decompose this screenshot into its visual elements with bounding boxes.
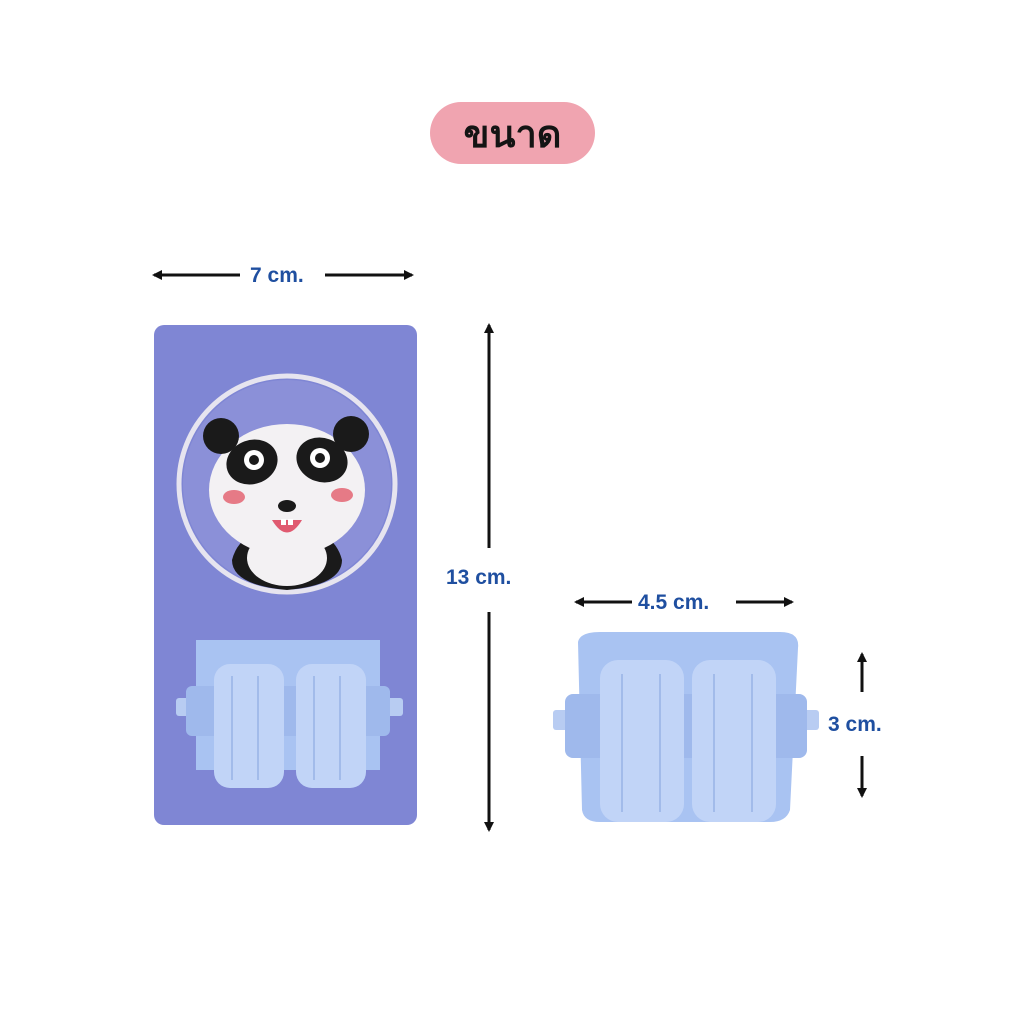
board-height-label: 13 cm. xyxy=(446,566,512,589)
clip-width-label: 4.5 cm. xyxy=(638,591,710,614)
title-text: ขนาด xyxy=(463,111,562,156)
board-clip xyxy=(176,640,403,788)
title-badge: ขนาด xyxy=(430,102,595,164)
clip-height-label: 3 cm. xyxy=(828,713,882,736)
board-width-label: 7 cm. xyxy=(250,264,304,287)
panda-icon xyxy=(203,416,369,590)
